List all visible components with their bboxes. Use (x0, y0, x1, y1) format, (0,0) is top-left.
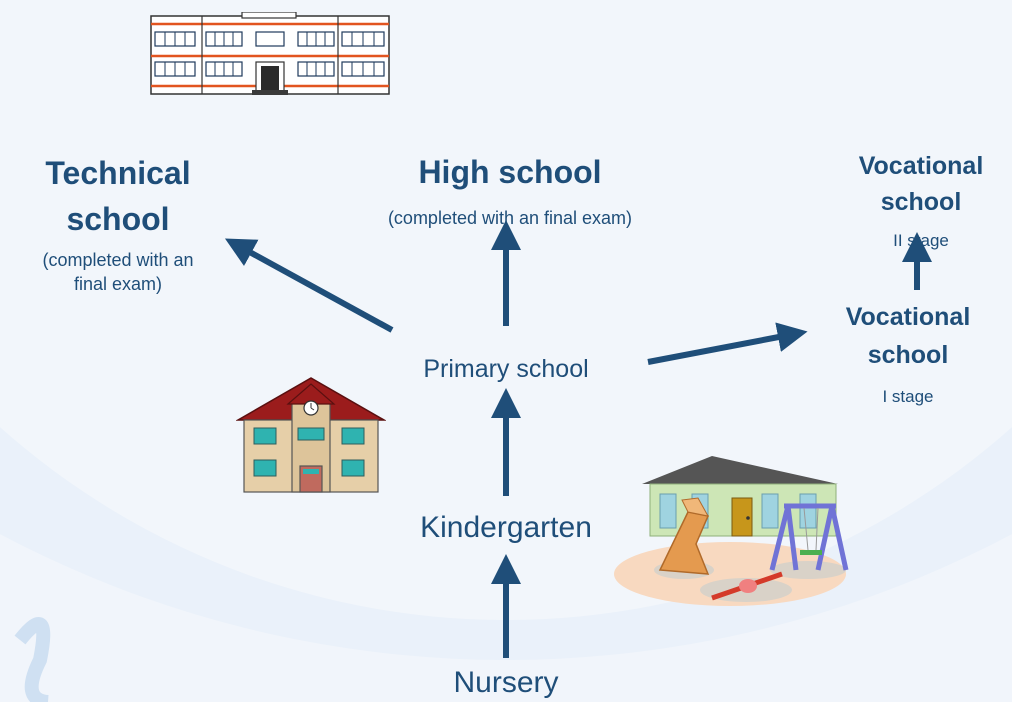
arrow-primary-school-to-vocational-school-i (647, 322, 808, 365)
primary-school-label: Primary school (423, 355, 589, 383)
nursery-label: Nursery (453, 666, 559, 699)
technical-school-note: (completed with an final exam) (42, 250, 194, 294)
technical-school-title: Technical school (45, 155, 191, 237)
large-school-building-icon (150, 12, 390, 95)
vocational-school-stage2-label: II stage (893, 231, 949, 250)
high-school-note: (completed with an final exam) (387, 208, 633, 228)
decorative-curve (14, 617, 51, 702)
playground-icon (614, 456, 849, 606)
high-school-title: High school (418, 154, 602, 190)
kindergarten-label: Kindergarten (420, 511, 592, 544)
small-school-house-icon (236, 377, 386, 493)
arrow-primary-school-to-technical-school (224, 238, 394, 333)
vocational-school-stage2-title: Vocational school (858, 152, 984, 216)
vocational-school-stage1-title: Vocational school (845, 303, 971, 369)
vocational-school-stage1-label: I stage (882, 387, 934, 406)
